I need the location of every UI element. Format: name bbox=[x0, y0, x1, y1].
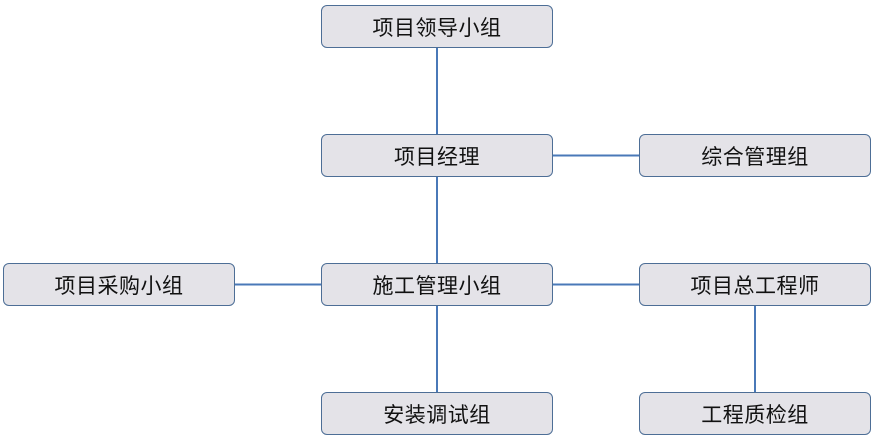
node-installation-commissioning-group: 安装调试组 bbox=[321, 392, 553, 435]
node-general-management-group: 综合管理组 bbox=[639, 134, 871, 177]
node-quality-inspection-group: 工程质检组 bbox=[639, 392, 871, 435]
node-construction-management-group: 施工管理小组 bbox=[321, 263, 553, 306]
node-project-manager: 项目经理 bbox=[321, 134, 553, 177]
node-project-chief-engineer: 项目总工程师 bbox=[639, 263, 871, 306]
node-project-procurement-group: 项目采购小组 bbox=[3, 263, 235, 306]
node-project-leadership-group: 项目领导小组 bbox=[321, 5, 553, 48]
